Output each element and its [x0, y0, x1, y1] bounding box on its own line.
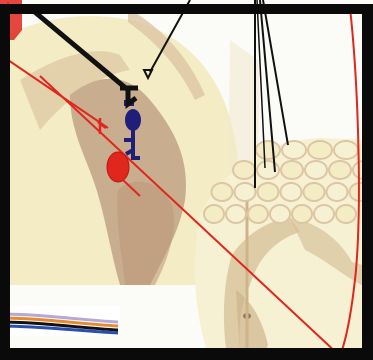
root-segment-bump: [314, 205, 334, 223]
root-segment-bump: [281, 183, 302, 201]
root-segment-bump: [281, 161, 303, 179]
root-segment-bump: [282, 141, 306, 159]
root-segment-bump: [270, 205, 290, 223]
root-segment-bump: [233, 161, 255, 179]
frame-top: [0, 4, 373, 14]
frame-right: [362, 4, 373, 360]
frame-left: [0, 4, 10, 360]
interneuron-soma: [125, 109, 141, 131]
root-segment-bump: [226, 205, 246, 223]
root-segment-bump: [327, 183, 348, 201]
root-segment-bump: [258, 183, 279, 201]
root-segment-bump: [248, 205, 268, 223]
root-segment-bump: [256, 141, 280, 159]
root-segment-bump: [334, 141, 358, 159]
root-segment-bump: [292, 205, 312, 223]
root-segment-bump: [235, 183, 256, 201]
root-segment-bump: [329, 161, 351, 179]
root-segment-bump: [304, 183, 325, 201]
fiber-bundle: [0, 306, 120, 336]
root-segment-bump: [212, 183, 233, 201]
root-segment-bump: [204, 205, 224, 223]
frame-bottom: [0, 348, 373, 360]
root-segment-bump: [308, 141, 332, 159]
root-segment-bump: [336, 205, 356, 223]
red-sensory-neuron-soma: [107, 152, 129, 182]
root-segment-bump: [305, 161, 327, 179]
